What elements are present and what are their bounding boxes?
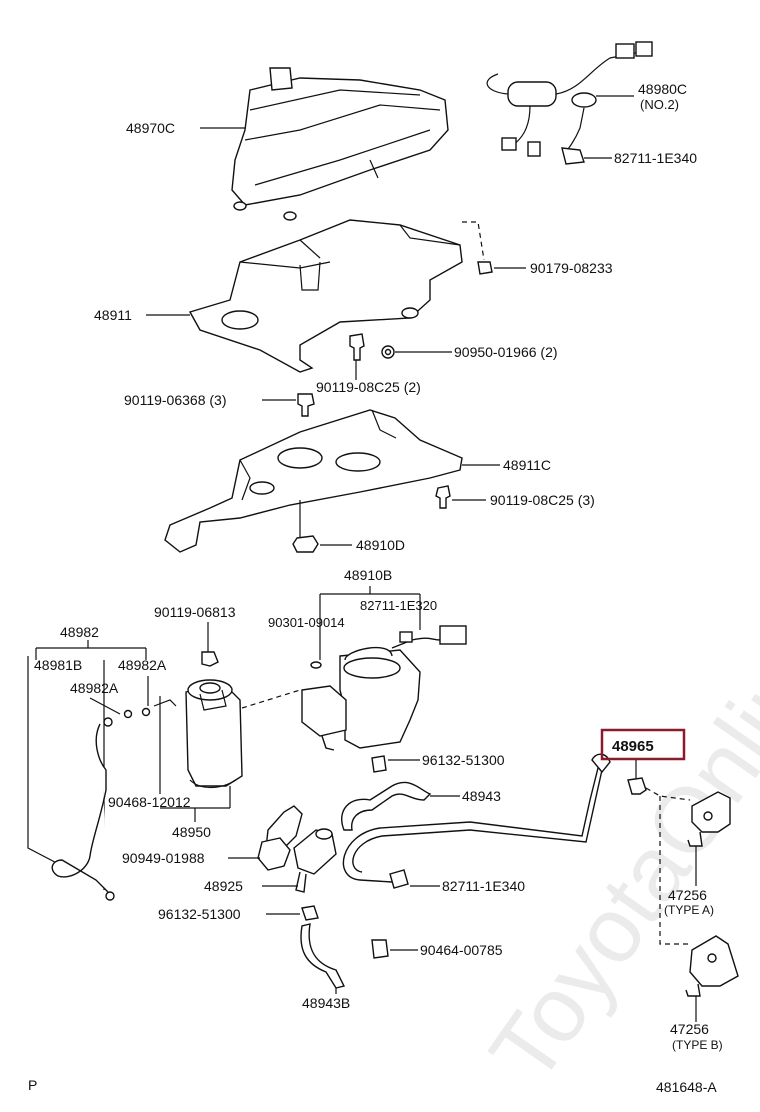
hose-long [342, 759, 603, 883]
clip-90464 [371, 939, 389, 959]
dash-pump-actuator [241, 689, 301, 709]
bracket-48911c [164, 409, 463, 553]
leaders-48982 [27, 656, 149, 890]
nut-90179 [477, 261, 493, 275]
bolt-90119-08c25-a [349, 333, 365, 361]
label-48982a-2: 48982A [70, 680, 119, 696]
label-82711-1e340-top: 82711-1E340 [614, 150, 697, 166]
label-90119-06813: 90119-06813 [154, 604, 236, 620]
label-48982: 48982 [60, 624, 99, 640]
label-90179: 90179-08233 [530, 260, 613, 276]
label-48982a-1: 48982A [118, 657, 167, 673]
label-48950: 48950 [172, 824, 211, 840]
label-90950: 90950-01966 (2) [454, 344, 558, 360]
cable-48981b [51, 707, 151, 901]
label-48943b: 48943B [302, 995, 350, 1011]
leader-48950-group [159, 696, 231, 822]
label-48943: 48943 [462, 788, 501, 804]
label-90119-06368: 90119-06368 (3) [124, 392, 226, 408]
dash-90179 [462, 221, 485, 261]
clamp-96132-b [301, 905, 319, 921]
label-48925: 48925 [204, 878, 243, 894]
label-90119-08c25-a: 90119-08C25 (2) [316, 379, 421, 395]
label-90119-08c25-b: 90119-08C25 (3) [490, 492, 595, 508]
label-47256-a: 47256 [668, 887, 707, 903]
label-48980c-no: (NO.2) [640, 97, 679, 112]
label-47256-b-type: (TYPE B) [672, 1038, 723, 1052]
label-47256-b: 47256 [670, 1021, 709, 1037]
filter-48925 [257, 805, 337, 893]
label-48910b: 48910B [344, 567, 392, 583]
hose-48943b [300, 923, 346, 989]
label-82711-1e320: 82711-1E320 [360, 598, 437, 613]
clip-90468 [153, 699, 177, 707]
label-90468: 90468-12012 [108, 794, 191, 810]
label-48910d: 48910D [356, 537, 405, 553]
label-48981b: 48981B [34, 657, 82, 673]
mount-47256-type-a [687, 791, 731, 847]
label-48980c: 48980C [638, 81, 687, 97]
footer-left: P [28, 1077, 37, 1093]
cover-48970c [231, 67, 449, 221]
footer-right: 481648-A [656, 1079, 717, 1095]
bracket-leader-48910b [319, 586, 421, 660]
nut-48910d [292, 535, 319, 553]
bolt-48965 [627, 777, 647, 795]
label-96132-b: 96132-51300 [158, 906, 241, 922]
actuator-48910b [301, 625, 467, 751]
label-96132-a: 96132-51300 [422, 752, 505, 768]
clamp-96132-a [371, 755, 387, 773]
label-90949: 90949-01988 [122, 850, 205, 866]
clamp-82711-bot [389, 869, 409, 889]
bolt-90119-06368 [297, 393, 315, 417]
bolt-90119-06813 [201, 651, 219, 667]
label-47256-a-type: (TYPE A) [664, 903, 714, 917]
mount-47256-type-b [685, 935, 739, 997]
label-48965[interactable]: 48965 [612, 738, 654, 755]
label-48911c: 48911C [503, 457, 551, 473]
label-90301: 90301-09014 [268, 615, 345, 630]
label-48970c: 48970C [126, 120, 175, 136]
bracket-48982 [35, 640, 147, 660]
harness-48980c [486, 41, 653, 165]
highlight-48965[interactable] [600, 728, 686, 761]
label-82711-1e340-bot: 82711-1E340 [442, 878, 525, 894]
bracket-48911 [188, 219, 463, 373]
label-48911: 48911 [94, 307, 132, 323]
bolt-90119-08c25-b [435, 485, 451, 509]
dash-47256 [645, 787, 691, 945]
hose-48943 [341, 781, 432, 831]
pump-48950 [185, 679, 243, 789]
label-90464: 90464-00785 [420, 942, 503, 958]
